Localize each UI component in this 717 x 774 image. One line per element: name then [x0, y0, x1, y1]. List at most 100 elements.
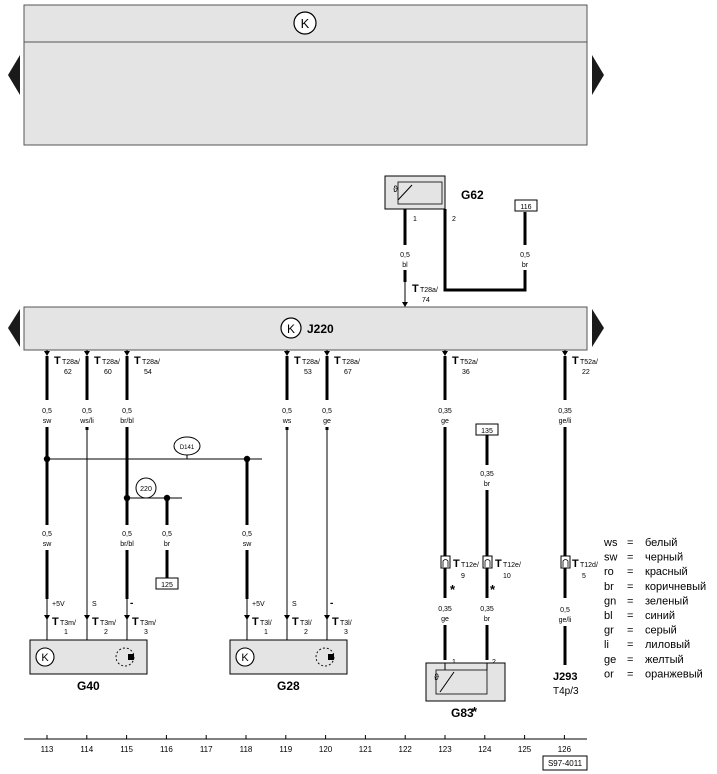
- doc-code-box: S97-4011: [542, 755, 588, 771]
- svg-text:K: K: [241, 652, 249, 664]
- wire-size: 0,5: [122, 408, 132, 415]
- grid-number: 120: [319, 745, 333, 754]
- j293-sub-label: T4p/3: [553, 686, 579, 697]
- grid-number: 117: [200, 745, 213, 754]
- svg-text:*: *: [472, 704, 478, 719]
- legend-eq: =: [627, 668, 633, 680]
- svg-text:D141: D141: [180, 445, 195, 451]
- svg-text:T: T: [495, 558, 502, 570]
- svg-text:220: 220: [140, 486, 152, 493]
- svg-text:S: S: [292, 601, 297, 608]
- wire-connector-label: T28a/: [102, 359, 120, 366]
- svg-text:T: T: [332, 616, 339, 628]
- wire-connector-label: T28a/: [142, 359, 160, 366]
- svg-text:2: 2: [452, 216, 456, 223]
- connector-t12d-5: T T12d/ 5 0,5 ge/li J293 T4p/3: [553, 555, 598, 697]
- wire-size: 0,5: [42, 408, 52, 415]
- svg-text:-: -: [130, 598, 133, 609]
- legend-eq: =: [627, 639, 633, 651]
- wire-size: 0,5: [322, 408, 332, 415]
- legend-row: sw=черный: [604, 552, 683, 564]
- svg-text:T12e/: T12e/: [503, 562, 521, 569]
- color-legend: ws=белыйsw=черныйro=красныйbr=коричневый…: [603, 537, 706, 680]
- wire-size: 0,5: [82, 408, 92, 415]
- legend-row: gn=зеленый: [604, 595, 688, 607]
- doc-code: S97-4011: [548, 759, 583, 768]
- legend-row: or=оранжевый: [604, 668, 703, 680]
- legend-text: черный: [645, 552, 683, 564]
- svg-text:K: K: [301, 16, 310, 31]
- legend-eq: =: [627, 654, 633, 666]
- svg-text:0,5: 0,5: [560, 607, 570, 614]
- legend-row: ro=красный: [604, 566, 688, 578]
- svg-text:sw: sw: [43, 541, 53, 548]
- g28-connectors: +5V S - T T3l/ 1 T T3l/ 2 T T3l/ 3: [244, 430, 352, 640]
- grid-number: 115: [120, 745, 133, 754]
- svg-text:74: 74: [422, 297, 430, 304]
- g28-label: G28: [277, 679, 300, 693]
- svg-text:T28a/: T28a/: [420, 287, 438, 294]
- svg-text:3: 3: [344, 629, 348, 636]
- g62-sensor: ϑ G62 1 2 0,5 bl 0,5 br 116: [384, 175, 538, 292]
- g40-label: G40: [77, 679, 100, 693]
- svg-text:ge: ge: [441, 616, 449, 623]
- j220-label: J220: [307, 322, 334, 336]
- wire-color: ge/li: [559, 418, 572, 425]
- svg-text:br: br: [164, 541, 171, 548]
- g83-sensor: 1 2 ϑ G83 *: [425, 659, 506, 720]
- lower-wire-sw-118: 0,5 sw: [242, 459, 252, 599]
- legend-eq: =: [627, 537, 633, 549]
- wire-connector-letter: T: [54, 355, 61, 367]
- legend-row: li = лиловый: [604, 639, 690, 651]
- svg-text:sw: sw: [243, 541, 253, 548]
- svg-text:br/bl: br/bl: [120, 541, 134, 548]
- wire-size: 0,35: [438, 408, 452, 415]
- connector-t28a-74: T T28a/ 74: [402, 282, 438, 307]
- legend-code: li: [604, 639, 609, 651]
- legend-text: лиловый: [645, 639, 690, 651]
- legend-code: bl: [604, 610, 613, 622]
- svg-text:0,5: 0,5: [242, 531, 252, 538]
- legend-row: gr=серый: [604, 625, 677, 637]
- ground-symbol-icon: K: [293, 11, 317, 35]
- legend-row: bl=синий: [604, 610, 675, 622]
- wire-connector-pin: 53: [304, 369, 312, 376]
- svg-text:9: 9: [461, 573, 465, 580]
- wire-connector-letter: T: [334, 355, 341, 367]
- svg-text:3: 3: [144, 629, 148, 636]
- svg-text:0,35: 0,35: [438, 606, 452, 613]
- wire-color: ge: [441, 418, 449, 425]
- svg-text:+5V: +5V: [252, 601, 265, 608]
- connector-t12e-9: T T12e/ 9 * 0,35 ge: [438, 555, 479, 660]
- svg-text:T: T: [292, 616, 299, 628]
- wire-color: ge: [323, 418, 331, 425]
- legend-text: желтый: [645, 654, 684, 666]
- legend-code: gr: [604, 625, 614, 637]
- wire-connector-letter: T: [452, 355, 459, 367]
- header-box: K: [8, 4, 604, 146]
- svg-text:2: 2: [104, 629, 108, 636]
- svg-text:T3m/: T3m/: [140, 620, 156, 627]
- wire-connector-letter: T: [134, 355, 141, 367]
- grid-number: 122: [399, 745, 413, 754]
- svg-text:T: T: [92, 616, 99, 628]
- legend-code: ro: [604, 566, 614, 578]
- grid-number: 116: [160, 745, 173, 754]
- svg-text:0,5: 0,5: [42, 531, 52, 538]
- legend-row: br=коричневый: [604, 581, 706, 593]
- svg-text:T3m/: T3m/: [100, 620, 116, 627]
- right-arrow-icon: [592, 55, 604, 95]
- svg-text:0,5: 0,5: [122, 531, 132, 538]
- svg-text:T12d/: T12d/: [580, 562, 598, 569]
- wire-connector-label: T52a/: [580, 359, 598, 366]
- svg-text:T3l/: T3l/: [340, 620, 352, 627]
- wire-connector-letter: T: [94, 355, 101, 367]
- svg-text:ϑ: ϑ: [393, 184, 398, 194]
- wire-color: ws/li: [79, 418, 94, 425]
- svg-text:bl: bl: [402, 262, 408, 269]
- wire-color: ws: [282, 418, 292, 425]
- legend-code: or: [604, 668, 614, 680]
- legend-text: серый: [645, 625, 677, 637]
